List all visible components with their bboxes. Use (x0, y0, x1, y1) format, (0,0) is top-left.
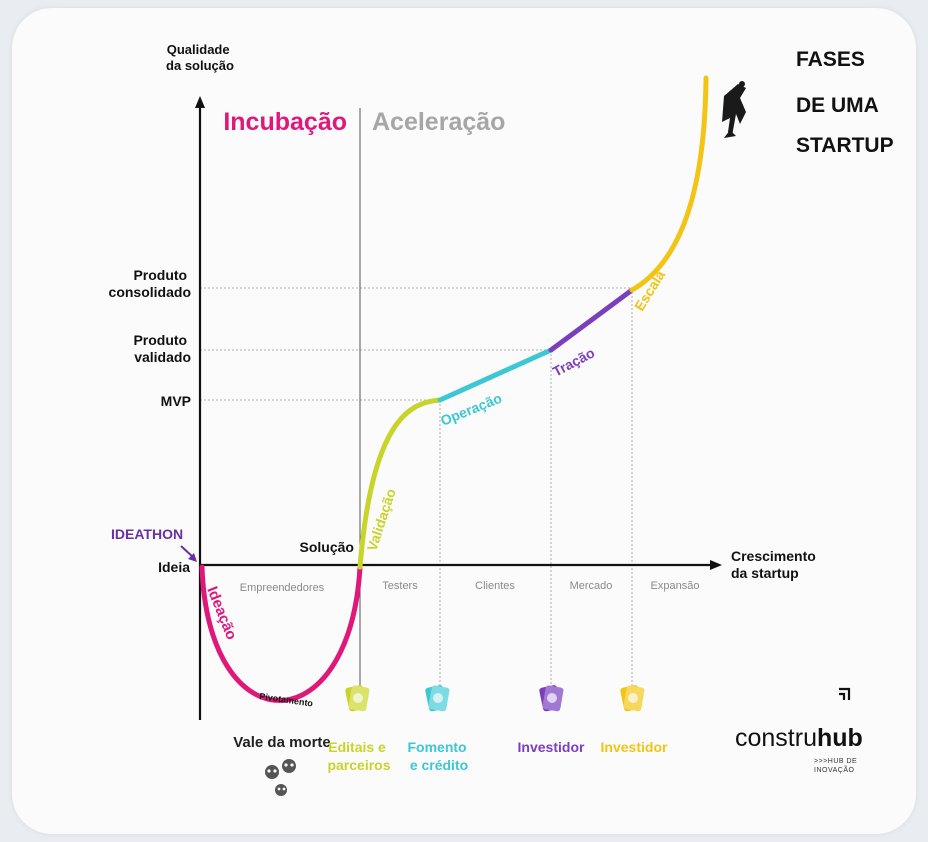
diagram-title: FASES DE UMA STARTUP (796, 48, 894, 157)
funding-icons (345, 685, 645, 712)
funding-investidor-2-label: Investidor (601, 739, 668, 755)
construhub-mark-icon (839, 687, 851, 700)
title-line1: FASES (796, 48, 865, 71)
axes (195, 96, 722, 720)
funding-editais-line1: Editais e (328, 739, 386, 755)
funding-icon-fomento (425, 685, 450, 712)
startup-phases-diagram: Ideação Pivotamento Validação Operação T… (109, 42, 894, 796)
funding-fomento-line2: e crédito (410, 757, 468, 773)
x-axis-label: Crescimento da startup (731, 548, 820, 581)
level-consolidated-line2: consolidado (109, 284, 191, 300)
y-axis-label-line1: Qualidade (167, 42, 230, 57)
solution-label: Solução (300, 539, 354, 555)
curve-ideation (199, 564, 363, 703)
death-valley-label: Vale da morte (233, 734, 331, 751)
y-axis-arrow (195, 96, 205, 108)
brand-tagline-line1: >>>HUB DE (814, 758, 857, 765)
construhub-logo: construhub >>>HUB DE INOVAÇÃO (735, 687, 863, 774)
funding-editais-line2: parceiros (327, 757, 390, 773)
brand-wordmark: construhub (735, 724, 863, 752)
y-axis-label: Qualidade da solução (166, 42, 234, 73)
level-validated-line2: validado (134, 349, 191, 365)
curve-operation (437, 347, 554, 403)
curve-validation (357, 397, 443, 570)
funding-icon-investidor-1 (539, 685, 564, 712)
brand-bold: hub (817, 724, 863, 752)
level-consolidated: Produto consolidado (109, 267, 191, 300)
segment-empreendedores: Empreendedores (240, 582, 325, 594)
funding-fomento-label: Fomento e crédito (408, 739, 471, 773)
segment-clientes: Clientes (475, 580, 515, 592)
growth-curve (199, 75, 709, 703)
phase-scale: Escala (631, 267, 668, 313)
level-validated: Produto validado (133, 332, 191, 365)
title-line3: STARTUP (796, 134, 894, 157)
segment-mercado: Mercado (570, 580, 613, 592)
brand-tagline-line2: INOVAÇÃO (814, 765, 854, 774)
infographic-card: Ideação Pivotamento Validação Operação T… (12, 8, 916, 834)
segment-labels: Empreendedores Testers Clientes Mercado … (240, 580, 700, 594)
level-mvp: MVP (161, 393, 191, 409)
x-axis-label-line1: Crescimento (731, 548, 816, 564)
funding-icon-investidor-2 (620, 685, 645, 712)
x-axis-arrow (710, 560, 722, 570)
x-axis-label-line2: da startup (731, 565, 799, 581)
brand-prefix: constru (735, 724, 817, 752)
funding-investidor-1-label: Investidor (518, 739, 585, 755)
idea-label: Ideia (158, 559, 190, 575)
funding-editais-label: Editais e parceiros (327, 739, 390, 773)
skulls-icon (265, 759, 296, 796)
y-axis-label-line2: da solução (166, 58, 234, 73)
curve-scale (629, 75, 709, 293)
level-validated-line1: Produto (133, 332, 187, 348)
funding-icon-editais (345, 685, 370, 712)
rocket-illustration (722, 81, 746, 138)
curve-traction (548, 287, 635, 353)
level-consolidated-line1: Produto (133, 267, 187, 283)
title-line2: DE UMA (796, 94, 879, 117)
phase-traction: Tração (550, 344, 597, 379)
stage-incubation: Incubação (223, 108, 347, 136)
reference-lines (200, 287, 633, 693)
ideathon-label: IDEATHON (111, 526, 183, 542)
segment-expansao: Expansão (651, 580, 700, 592)
segment-testers: Testers (382, 580, 418, 592)
funding-fomento-line1: Fomento (408, 739, 467, 755)
stage-acceleration: Aceleração (372, 108, 505, 136)
ideathon-arrowhead (188, 553, 197, 562)
brand-tagline: >>>HUB DE INOVAÇÃO (814, 758, 860, 774)
